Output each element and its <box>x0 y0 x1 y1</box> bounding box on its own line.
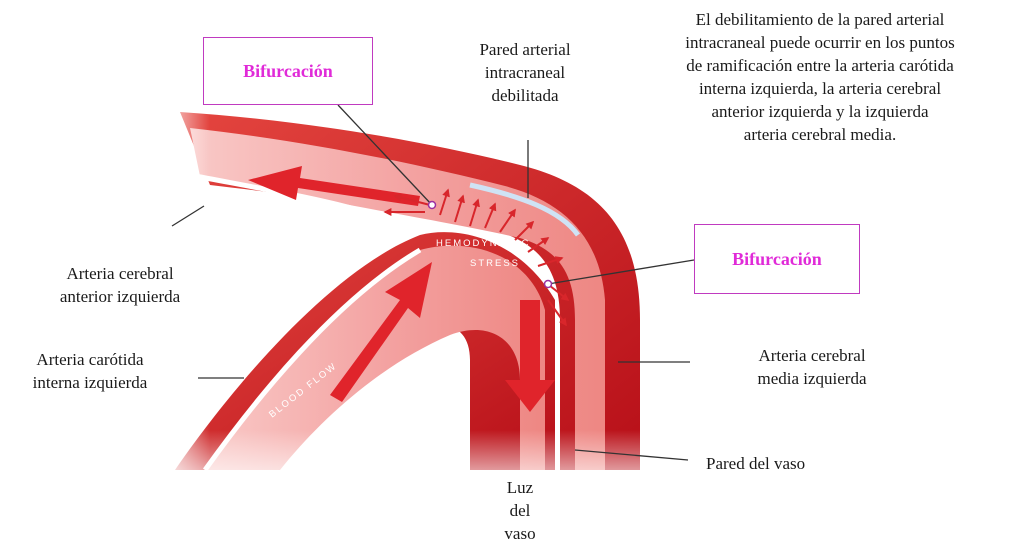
label-line: del <box>480 499 560 522</box>
label-ica: Arteria carótida interna izquierda <box>0 348 180 394</box>
explanatory-note: El debilitamiento de la pared arterial i… <box>620 8 1020 146</box>
note-line: intracraneal puede ocurrir en los puntos <box>620 31 1020 54</box>
label-line: Arteria cerebral <box>20 262 220 285</box>
label-mca: Arteria cerebral media izquierda <box>712 344 912 390</box>
label-line: Pared arterial <box>440 38 610 61</box>
label-line: media izquierda <box>712 367 912 390</box>
label-aca: Arteria cerebral anterior izquierda <box>20 262 220 308</box>
label-weakened-wall: Pared arterial intracraneal debilitada <box>440 38 610 107</box>
label-vessel-lumen: Luz del vaso <box>480 476 560 545</box>
bifurcation-marker-left <box>429 202 436 209</box>
label-line: intracraneal <box>440 61 610 84</box>
note-line: El debilitamiento de la pared arterial <box>620 8 1020 31</box>
label-line: Arteria cerebral <box>712 344 912 367</box>
label-line: anterior izquierda <box>20 285 220 308</box>
bifurcation-marker-right <box>545 281 552 288</box>
label-line: vaso <box>480 522 560 545</box>
label-line: interna izquierda <box>0 371 180 394</box>
callout-bifurcation-right: Bifurcación <box>694 224 860 294</box>
label-vessel-wall: Pared del vaso <box>706 452 805 475</box>
hemodynamic-text: HEMODYNAMIC <box>436 238 530 249</box>
stress-text: STRESS <box>470 258 520 269</box>
note-line: interna izquierda, la arteria cerebral <box>620 77 1020 100</box>
label-line: Luz <box>480 476 560 499</box>
note-line: arteria cerebral media. <box>620 123 1020 146</box>
label-line: Arteria carótida <box>0 348 180 371</box>
label-line: debilitada <box>440 84 610 107</box>
callout-bifurcation-left: Bifurcación <box>203 37 373 105</box>
note-line: anterior izquierda y la izquierda <box>620 100 1020 123</box>
callout-bifurcation-left-text: Bifurcación <box>243 61 333 82</box>
note-line: de ramificación entre la arteria carótid… <box>620 54 1020 77</box>
callout-bifurcation-right-text: Bifurcación <box>732 249 822 270</box>
